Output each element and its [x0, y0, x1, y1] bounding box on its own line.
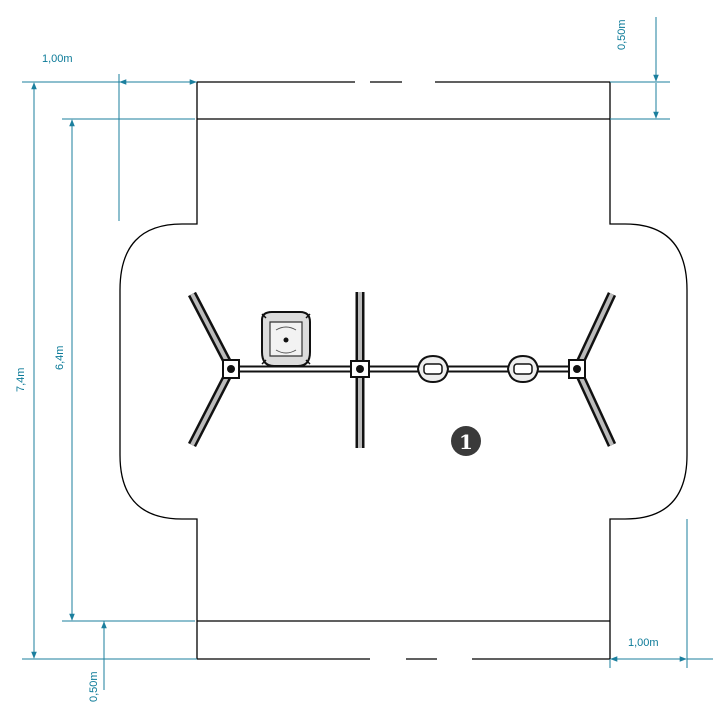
- dim-label-top-left-width: 1,00m: [42, 53, 73, 65]
- right-frame: [568, 292, 617, 447]
- basket-seat: [261, 311, 311, 367]
- dim-label-bottom-left-offset: 0,50m: [88, 671, 100, 702]
- safety-zone-outline: [119, 81, 688, 660]
- marker-number: 1: [459, 430, 473, 454]
- dim-label-top-right-offset: 0,50m: [616, 19, 628, 50]
- swing-seat-1: [416, 354, 450, 384]
- center-post: [350, 292, 370, 448]
- swing-seat-2: [506, 354, 540, 384]
- dim-label-overall-height: 7,4m: [15, 368, 27, 392]
- playground-equipment: [187, 291, 617, 448]
- left-frame: [187, 291, 240, 448]
- dim-label-bottom-right-width: 1,00m: [628, 637, 659, 649]
- dim-label-inner-height: 6,4m: [54, 346, 66, 370]
- equipment-marker: 1: [451, 426, 481, 456]
- dimension-lines: [22, 17, 713, 690]
